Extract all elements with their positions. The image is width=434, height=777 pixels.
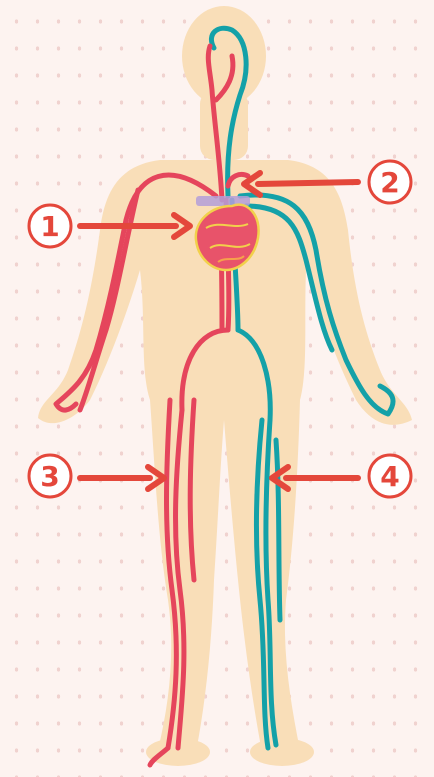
marker-number: 1 (40, 210, 59, 243)
marker-number: 4 (380, 460, 399, 493)
arrow-icon (258, 182, 358, 184)
marker-number: 2 (380, 166, 399, 199)
marker-number: 3 (40, 460, 59, 493)
body-silhouette (38, 6, 412, 766)
marker-3: 3 (29, 455, 164, 497)
